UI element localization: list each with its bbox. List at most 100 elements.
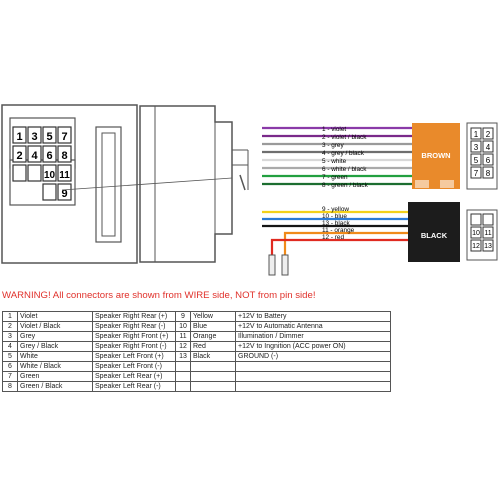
brown-pin-label: 1 [474,130,479,139]
pin-label: 4 [31,150,38,162]
table-cell: 4 [2,341,18,352]
table-cell [235,361,391,372]
brown-pin-label: 5 [474,156,479,165]
wire-label: 6 - white / black [322,166,367,173]
wire-label: 10 - blue [322,213,347,220]
wiring-diagram: 1 3 5 7 2 4 6 8 10 11 13 9 1 - violet 2 … [1,104,498,276]
table-cell: +12V to Ingnition (ACC power ON) [235,341,391,352]
pin-label: 3 [31,131,37,143]
table-cell: Orange [190,331,236,342]
table-cell: Yellow [190,311,236,322]
pin-label: 6 [46,150,52,162]
table-cell: White / Black [17,361,93,372]
table-cell: 10 [175,321,191,332]
black-pin-label: 10 [472,230,480,237]
wire-label: 13 - black [322,220,351,227]
wire-label: 11 - orange [322,227,355,234]
table-cell: Violet / Black [17,321,93,332]
wire-label: 1 - violet [322,126,346,133]
table-cell: 6 [2,361,18,372]
pin-label: 7 [61,131,67,143]
pin-label: 11 [59,170,70,181]
brown-pin-label: 3 [474,143,479,152]
table-cell: Green / Black [17,381,93,392]
wire-label: 8 - green / black [322,182,369,189]
table-cell: Speaker Left Front (-) [92,361,176,372]
wire-label: 9 - yellow [322,206,349,213]
table-cell: Green [17,371,93,382]
table-cell: 9 [175,311,191,322]
table-cell [175,381,191,392]
table-cell [175,361,191,372]
table-cell: Illumination / Dimmer [235,331,391,342]
black-pin-label: 13 [484,243,492,250]
table-cell [190,381,236,392]
pin-label: 10 [44,170,56,181]
pin-label: 9 [61,188,67,200]
table-cell: 7 [2,371,18,382]
table-cell: 11 [175,331,191,342]
black-pin-label: 11 [484,230,491,237]
connector-side-body [139,105,233,263]
table-cell: Speaker Right Rear (+) [92,311,176,322]
brown-pin-label: 8 [486,169,491,178]
table-cell: 2 [2,321,18,332]
pin-label: 2 [16,150,22,162]
table-cell: Speaker Right Front (-) [92,341,176,352]
wire-label: 5 - white [322,158,347,165]
table-cell [190,361,236,372]
pin-label: 8 [61,150,67,162]
table-cell: 1 [2,311,18,322]
terminal-pin [281,254,289,276]
table-cell: 13 [175,351,191,362]
table-cell: +12V to Battery [235,311,391,322]
black-pin-label: 12 [472,243,480,250]
table-cell: Black [190,351,236,362]
table-cell: Blue [190,321,236,332]
table-cell: 3 [2,331,18,342]
wire-label: 7 - green [322,174,348,181]
table-cell: 5 [2,351,18,362]
table-cell: Speaker Right Front (+) [92,331,176,342]
pin-label: 5 [46,131,52,143]
table-cell: 12 [175,341,191,352]
table-cell: GROUND (-) [235,351,391,362]
table-cell: Violet [17,311,93,322]
black-plug-label: BLACK [421,231,448,240]
brown-pin-label: 4 [486,143,491,152]
brown-plug-label: BROWN [421,151,450,160]
table-cell: Grey [17,331,93,342]
table-cell: Speaker Left Rear (-) [92,381,176,392]
table-cell: 8 [2,381,18,392]
brown-plug [412,123,460,189]
warning-text: WARNING! All connectors are shown from W… [2,290,316,301]
table-cell: Speaker Left Front (+) [92,351,176,362]
table-cell [190,371,236,382]
brown-pin-label: 7 [474,169,479,178]
pin-label: 1 [16,131,22,143]
wire-label: 3 - grey [322,142,344,149]
table-cell [235,381,391,392]
wire-label: 4 - grey / black [322,150,365,157]
table-cell: Red [190,341,236,352]
terminal-pin [268,254,276,276]
brown-pin-label: 2 [486,130,491,139]
wire-label: 12 - red [322,234,344,241]
table-cell: +12V to Automatic Antenna [235,321,391,332]
table-cell: Speaker Left Rear (+) [92,371,176,382]
table-cell: Speaker Right Rear (-) [92,321,176,332]
brown-pin-label: 6 [486,156,491,165]
table-cell [175,371,191,382]
table-cell: White [17,351,93,362]
black-plug [408,202,460,262]
wire-label: 2 - violet / black [322,134,367,141]
